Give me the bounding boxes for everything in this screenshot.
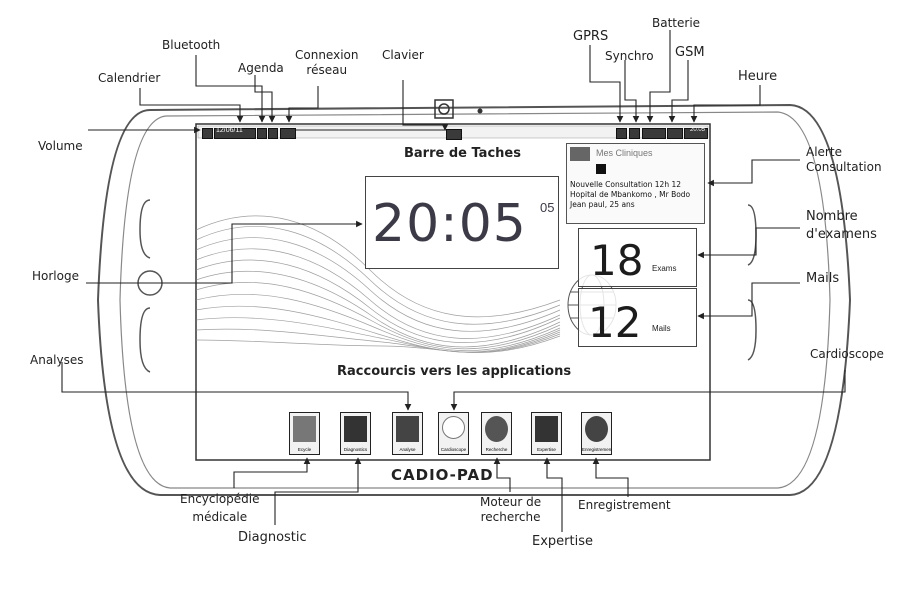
label-cardioscope: Cardioscope xyxy=(810,347,884,361)
clock-seconds: 05 xyxy=(540,200,555,215)
label-agenda: Agenda xyxy=(238,61,284,75)
dock-analysis[interactable]: Analyse xyxy=(392,412,423,455)
brand-logo: CADIO-PAD xyxy=(391,466,494,484)
bluetooth-icon[interactable] xyxy=(257,128,267,139)
label-calendrier: Calendrier xyxy=(98,71,161,85)
dock-label: Ecycle xyxy=(297,447,312,452)
label-raccourcis: Raccourcis vers les applications xyxy=(337,364,572,379)
sync-icon[interactable] xyxy=(629,128,640,139)
label-synchro: Synchro xyxy=(605,49,654,63)
label-clavier: Clavier xyxy=(382,48,424,62)
label-gsm: GSM xyxy=(675,45,705,60)
tablet-body xyxy=(96,99,852,496)
dock-recording[interactable]: Enregistrement xyxy=(581,412,612,455)
house-icon xyxy=(596,164,606,174)
alert-folder-icon xyxy=(570,147,590,161)
stethoscope-icon xyxy=(344,416,367,442)
label-heure: Heure xyxy=(738,69,778,84)
exams-count: 18 xyxy=(590,236,644,285)
dock-diagnostic[interactable]: Diagnostics xyxy=(340,412,371,455)
label-encyclopedie: Encyclopédie médicale xyxy=(180,492,260,524)
status-date: 12/06/11 xyxy=(216,127,243,134)
label-horloge: Horloge xyxy=(32,269,79,283)
record-icon xyxy=(585,416,608,442)
dock-label: Enregistrement xyxy=(582,447,611,452)
heartbeat-icon xyxy=(442,416,465,439)
mails-counter[interactable] xyxy=(578,288,697,347)
label-batterie: Batterie xyxy=(652,16,701,30)
globe-icon xyxy=(485,416,508,442)
label-diagnostic: Diagnostic xyxy=(238,530,307,545)
dock-search[interactable]: Recherche xyxy=(481,412,512,455)
dock-label: Recherche xyxy=(485,447,508,452)
label-barre-taches: Barre de Taches xyxy=(404,146,521,161)
clock-time: 20:05 xyxy=(372,194,527,254)
label-gprs: GPRS xyxy=(573,29,609,44)
callout-lines xyxy=(61,30,846,532)
alert-title: Mes Cliniques xyxy=(596,148,653,158)
dock-label: Diagnostics xyxy=(343,447,368,452)
alert-message: Nouvelle Consultation 12h 12 Hopital de … xyxy=(570,180,691,209)
gsm-icon xyxy=(667,128,683,139)
status-time: 20:05 xyxy=(690,127,706,133)
label-connexion: Connexion réseau xyxy=(295,48,359,77)
time-icon xyxy=(684,128,708,139)
mails-count: 12 xyxy=(588,298,642,347)
label-moteur: Moteur de recherche xyxy=(480,495,542,524)
label-enregistrement: Enregistrement xyxy=(578,498,671,512)
dock-cardioscope[interactable]: Cardioscope xyxy=(438,412,469,455)
label-nombre-examens: Nombre d'examens xyxy=(806,209,877,242)
label-mails: Mails xyxy=(806,271,840,286)
label-expertise: Expertise xyxy=(532,534,593,549)
analysis-icon xyxy=(396,416,419,442)
expert-icon xyxy=(535,416,558,442)
exams-counter[interactable] xyxy=(578,228,697,287)
keyboard-icon[interactable] xyxy=(446,129,462,140)
dock-label: Analyse xyxy=(399,447,416,452)
label-alerte: Alerte Consultation xyxy=(806,145,882,174)
exams-label: Exams xyxy=(652,264,677,273)
battery-icon xyxy=(642,128,666,139)
label-analyses: Analyses xyxy=(30,353,84,367)
dock-label: Expertise xyxy=(537,447,556,452)
label-bluetooth: Bluetooth xyxy=(162,38,221,52)
mails-label: Mails xyxy=(652,324,671,333)
dock-expertise[interactable]: Expertise xyxy=(531,412,562,455)
dock-label: Cardioscope xyxy=(440,447,467,452)
network-icon[interactable] xyxy=(280,128,296,139)
wave-decoration xyxy=(195,215,561,353)
calendar-icon[interactable] xyxy=(214,128,256,139)
magnifier-icon xyxy=(293,416,316,442)
clock-widget xyxy=(365,176,559,269)
gprs-icon xyxy=(616,128,627,139)
dock-encyclopedia[interactable]: Ecycle xyxy=(289,412,320,455)
volume-icon[interactable] xyxy=(202,128,213,139)
label-volume: Volume xyxy=(38,139,83,153)
agenda-icon[interactable] xyxy=(268,128,278,139)
